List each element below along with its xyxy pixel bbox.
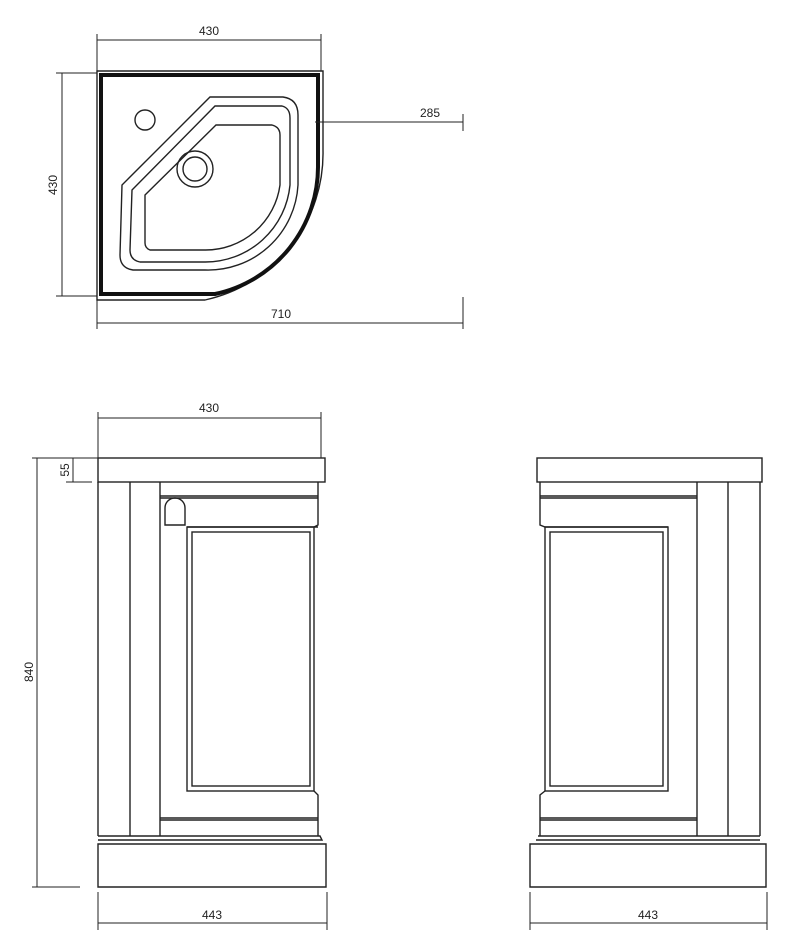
bowl-middle bbox=[129, 105, 291, 263]
dim-offset-label: 285 bbox=[420, 106, 440, 120]
drain-inner bbox=[182, 156, 208, 182]
dim-side-base bbox=[529, 892, 768, 930]
side-worktop bbox=[536, 457, 763, 483]
dim-diagonal bbox=[96, 297, 464, 329]
dim-width bbox=[96, 34, 322, 71]
handle-icon bbox=[164, 497, 186, 526]
tap-hole-icon bbox=[134, 109, 156, 131]
dim-top-thickness bbox=[66, 457, 98, 483]
dim-depth bbox=[56, 72, 97, 297]
dim-height-label: 840 bbox=[22, 662, 36, 682]
side-top-rail bbox=[539, 482, 697, 528]
side-plinth bbox=[529, 835, 767, 888]
bowl-inner bbox=[144, 124, 281, 251]
top-rail bbox=[160, 482, 319, 528]
front-view: 430 55 840 443 bbox=[22, 401, 328, 930]
basin-outer-outline bbox=[96, 70, 324, 301]
dim-front-width bbox=[97, 412, 322, 458]
side-panel-outer bbox=[544, 526, 669, 792]
plinth bbox=[97, 835, 327, 888]
dim-diagonal-label: 710 bbox=[271, 307, 291, 321]
dim-offset bbox=[315, 114, 464, 131]
side-bottom-rail bbox=[539, 790, 697, 836]
dim-front-base-label: 443 bbox=[202, 908, 222, 922]
dim-width-label: 430 bbox=[199, 24, 219, 38]
worktop bbox=[97, 457, 326, 483]
plan-view: 430 430 285 710 bbox=[46, 24, 464, 329]
side-pillar bbox=[97, 482, 161, 836]
side-view: 443 bbox=[529, 457, 768, 930]
door-panel-inner bbox=[191, 531, 311, 787]
drain-outer bbox=[176, 150, 214, 188]
side-pillar bbox=[696, 482, 761, 836]
bowl-outer bbox=[119, 96, 299, 271]
basin-rim bbox=[99, 73, 321, 296]
door-panel-outer bbox=[186, 526, 315, 792]
dim-side-base-label: 443 bbox=[638, 908, 658, 922]
dim-front-width-label: 430 bbox=[199, 401, 219, 415]
side-panel-inner bbox=[549, 531, 664, 787]
dim-top-thickness-label: 55 bbox=[58, 463, 72, 477]
dim-depth-label: 430 bbox=[46, 175, 60, 195]
dim-height bbox=[32, 457, 80, 888]
dim-front-base bbox=[97, 892, 328, 930]
bottom-rail bbox=[160, 790, 319, 836]
